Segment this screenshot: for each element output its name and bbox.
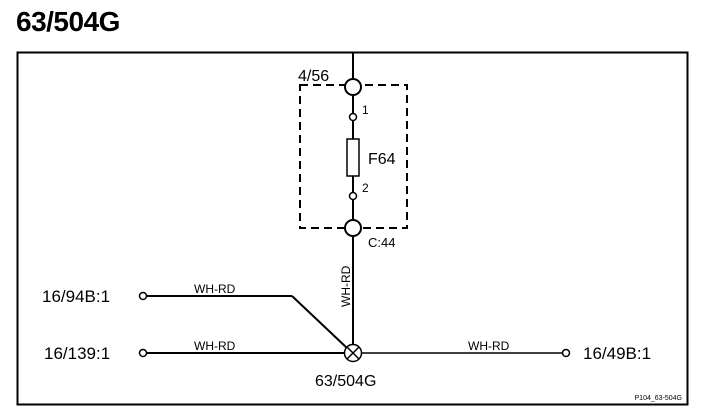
- lower-left-connector-label: 16/139:1: [44, 344, 110, 363]
- splice-label: 63/504G: [315, 373, 376, 390]
- upper-left-wire-diagonal: [291, 295, 348, 349]
- fuse-pin-2: [348, 191, 358, 201]
- top-connector-label: 4/56: [298, 68, 329, 85]
- bottom-connector-circle: [344, 219, 362, 237]
- splice-icon: [343, 343, 363, 363]
- upper-left-wire-color-label: WH-RD: [194, 282, 236, 296]
- fuse-pin-2-label: 2: [362, 181, 369, 195]
- fuse-label: F64: [368, 151, 396, 168]
- bottom-connector-label: C:44: [368, 235, 395, 250]
- right-wire-color-label: WH-RD: [468, 339, 510, 353]
- lower-left-wire-color-label: WH-RD: [194, 339, 236, 353]
- right-connector-label: 16/49B:1: [583, 344, 651, 363]
- fuse-pin-1: [348, 112, 358, 122]
- vertical-wire-color-label: WH-RD: [339, 265, 353, 307]
- lower-left-terminal: [138, 348, 148, 358]
- fuse-pin-1-label: 1: [362, 103, 369, 117]
- reference-code: P104_63-504G: [635, 395, 682, 402]
- upper-left-terminal: [138, 291, 148, 301]
- page-title: 63/504G: [16, 6, 120, 37]
- right-terminal: [561, 348, 571, 358]
- diagram-frame: [16, 51, 689, 406]
- upper-left-connector-label: 16/94B:1: [42, 287, 110, 306]
- top-connector-circle: [344, 78, 362, 96]
- fuse-body: [346, 138, 360, 177]
